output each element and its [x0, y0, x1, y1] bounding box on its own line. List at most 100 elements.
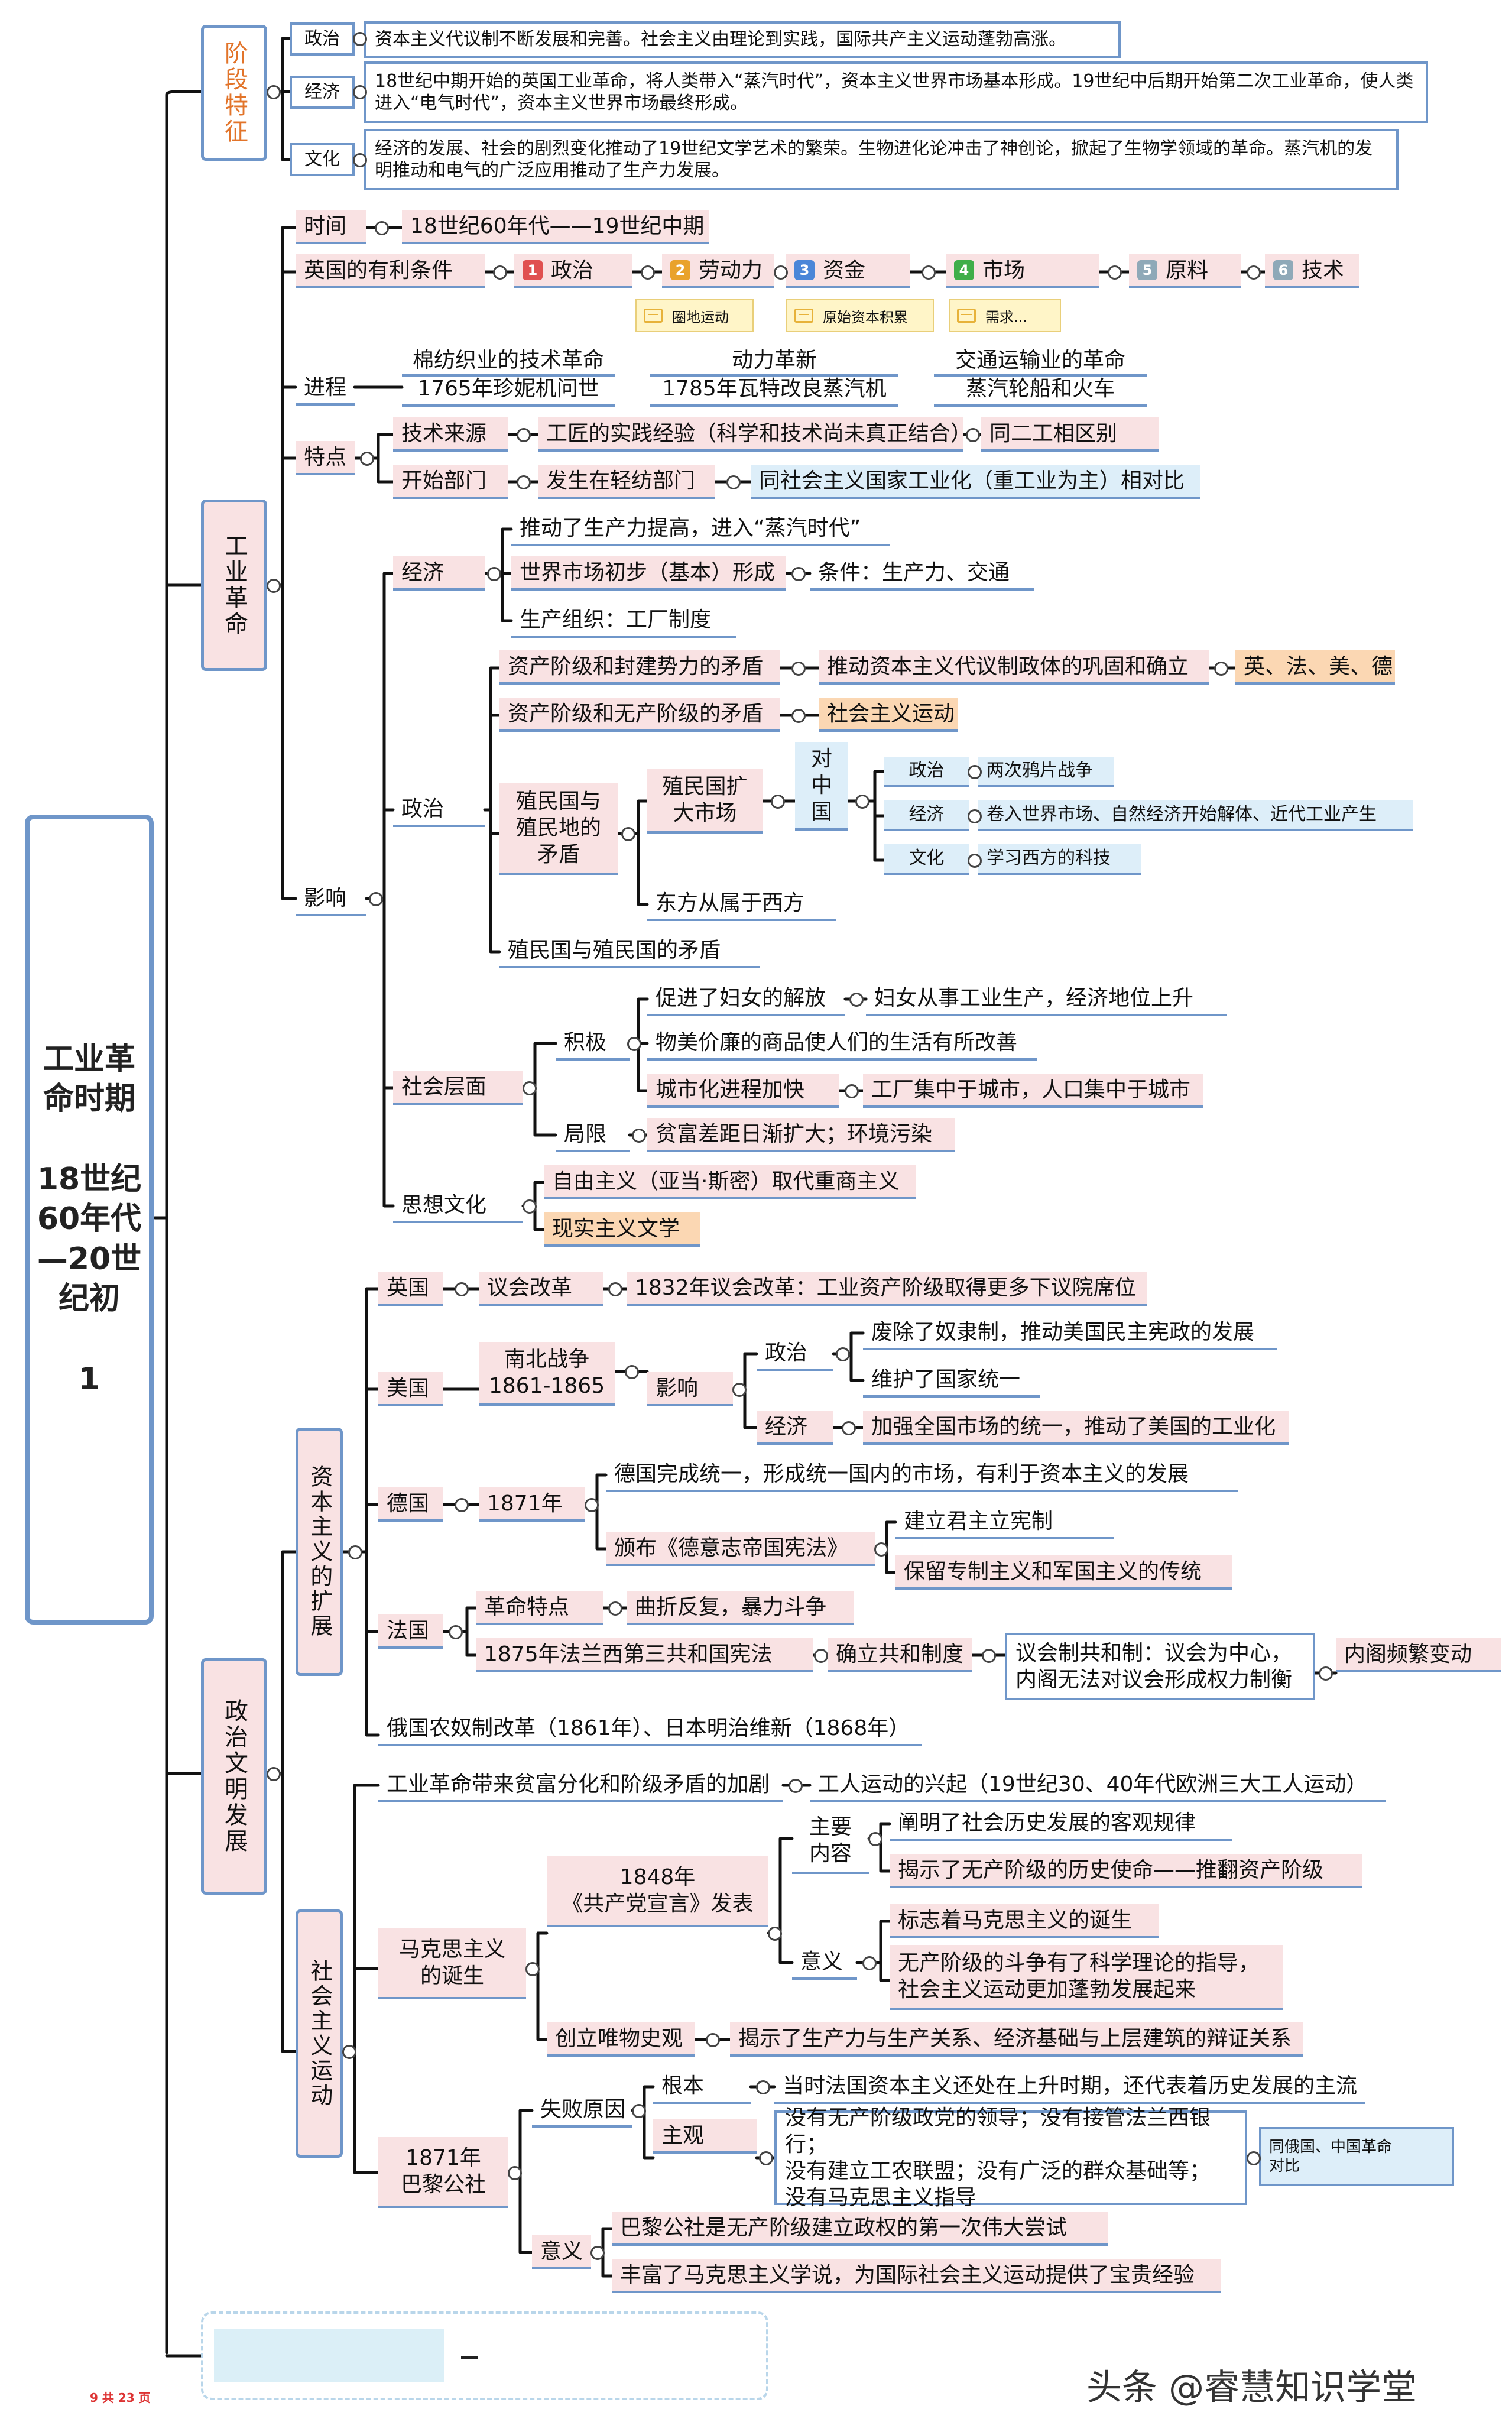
paris-subjective-text: 没有无产阶级政党的领导；没有接管法兰西银行； 没有建立工农联盟；没有广泛的群众基… — [774, 2106, 1247, 2210]
workers-movement: 工人运动的兴起（19世纪30、40年代欧洲三大工人运动） — [810, 1768, 1386, 1802]
root-title: 工业革命时期 18世纪60年代—20世纪初 1 — [25, 815, 154, 1625]
stage-economy-label: 经济 — [290, 76, 355, 109]
impact-politics-label: 政治 — [393, 793, 485, 827]
connector-dot — [585, 1498, 599, 1512]
uk-reform: 议会改革 — [479, 1272, 603, 1306]
connector-dot — [791, 709, 806, 723]
politics-contradiction-1: 资产阶级和封建势力的矛盾 — [499, 650, 780, 685]
industrial-revolution-label: 工业革命 — [201, 500, 267, 671]
connector-dot — [455, 1282, 469, 1296]
connector-dot — [774, 265, 788, 280]
politics-contradiction-4: 殖民国与殖民国的矛盾 — [499, 934, 760, 968]
historical-materialism: 创立唯物史观 — [547, 2022, 695, 2057]
note-enclosure[interactable]: 圈地运动 — [635, 299, 754, 332]
connector-dot — [874, 1542, 888, 1557]
connector-dot — [759, 2151, 773, 2165]
connector-dot — [632, 1129, 646, 1143]
connector-dot — [523, 1199, 537, 1214]
china-politics-text: 两次鸦片战争 — [978, 757, 1114, 787]
stage-economy-text: 18世纪中期开始的英国工业革命，将人类带入“蒸汽时代”，资本主义世界市场基本形成… — [364, 61, 1428, 123]
connector-dot — [608, 1282, 622, 1296]
connector-dot — [353, 32, 367, 46]
connector-dot — [517, 475, 531, 489]
connector-dot — [1319, 1666, 1333, 1681]
ir-conditions-label: 英国的有利条件 — [296, 254, 485, 288]
politics-countries: 英、法、美、德 — [1235, 650, 1395, 685]
politics-contradiction-1-result: 推动资本主义代议制政体的巩固和确立 — [819, 650, 1209, 685]
france-republic: 确立共和制度 — [828, 1638, 972, 1672]
watermark: 头条 @睿慧知识学堂 — [1086, 2367, 1417, 2408]
political-civilization-label: 政治文明发展 — [201, 1658, 267, 1895]
connector-dot — [771, 795, 785, 809]
connector-dot — [493, 265, 507, 280]
us-civil-war: 南北战争 1861-1865 — [479, 1342, 615, 1406]
thought-realism: 现实主义文学 — [544, 1212, 700, 1247]
feature-start-sector: 开始部门 — [393, 465, 508, 499]
us-politics-label: 政治 — [757, 1337, 833, 1371]
number-badge: 2 — [670, 260, 690, 280]
impact-society-label: 社会层面 — [393, 1071, 523, 1105]
connector-dot — [836, 1347, 850, 1361]
socialism-label: 社会主义运动 — [296, 1909, 343, 2158]
china-culture-label: 文化 — [884, 844, 969, 875]
politics-contradiction-3: 殖民国与殖民地的矛盾 — [499, 783, 618, 875]
paris-compare: 同俄国、中国革命 对比 — [1259, 2127, 1454, 2186]
france-parliamentary-republic: 议会制共和制：议会为中心， 内阁无法对议会形成权力制衡 — [1005, 1633, 1315, 1700]
stage-culture-text: 经济的发展、社会的剧烈变化推动了19世纪文学艺术的繁荣。生物进化论冲击了神创论，… — [364, 129, 1399, 190]
feature-tech-compare: 同二工相区别 — [981, 417, 1159, 452]
connector-dot — [608, 1601, 622, 1616]
paris-meaning-1: 巴黎公社是无产阶级建立政权的第一次伟大尝试 — [612, 2212, 1108, 2246]
feature-start-sector-text: 发生在轻纺部门 — [538, 465, 715, 499]
connector-dot — [342, 2045, 356, 2059]
connector-dot — [845, 1084, 859, 1098]
us-economy-label: 经济 — [757, 1411, 833, 1445]
note-primitive-accumulation[interactable]: 原始资本积累 — [786, 299, 934, 332]
paris-root-cause-text: 当时法国资本主义还处在上升时期，还代表着历史发展的主流 — [774, 2070, 1365, 2104]
manifesto-content-label: 主要 内容 — [792, 1809, 869, 1874]
connector-dot — [982, 1649, 996, 1663]
politics-expand-market: 殖民国扩大市场 — [647, 769, 763, 834]
socialism-cause: 工业革命带来贫富分化和阶级矛盾的加剧 — [378, 1768, 783, 1802]
connector-dot — [855, 795, 869, 809]
connector-dot — [348, 1545, 362, 1559]
connector-dot — [353, 85, 367, 99]
connector-dot — [756, 2080, 770, 2094]
politics-to-china: 对中国 — [795, 742, 848, 831]
connector-dot — [375, 221, 389, 235]
connector-dot — [449, 1625, 463, 1639]
empty-node-dash — [461, 2356, 478, 2359]
us-politics-2: 维护了国家统一 — [863, 1363, 1040, 1398]
china-economy-label: 经济 — [884, 800, 969, 831]
germany-label: 德国 — [378, 1487, 443, 1522]
us-label: 美国 — [378, 1372, 443, 1406]
paris-root-cause-label: 根本 — [653, 2070, 751, 2104]
number-badge: 4 — [954, 260, 974, 280]
connector-dot — [1108, 265, 1122, 280]
connector-dot — [627, 1037, 641, 1051]
connector-dot — [621, 827, 635, 841]
note-icon — [644, 309, 663, 323]
ir-impact-label: 影响 — [296, 882, 366, 916]
impact-economy-2: 世界市场初步（基本）形成 — [511, 556, 786, 591]
note-demand[interactable]: 需求... — [949, 299, 1061, 332]
france-feature-text: 曲折反复，暴力斗争 — [627, 1591, 854, 1625]
empty-node — [214, 2329, 444, 2382]
russia-japan-reforms: 俄国农奴制改革（1861年）、日本明治维新（1868年） — [378, 1712, 922, 1746]
connector-dot — [369, 892, 383, 906]
thought-liberalism: 自由主义（亚当·斯密）取代重商主义 — [544, 1165, 916, 1199]
stage-politics-label: 政治 — [290, 22, 355, 56]
germany-autocracy: 保留专制主义和军国主义的传统 — [895, 1555, 1232, 1590]
connector-dot — [814, 1649, 828, 1663]
number-badge: 1 — [523, 260, 543, 280]
manifesto-meaning-2: 无产阶级的斗争有了科学理论的指导， 社会主义运动更加蓬勃发展起来 — [890, 1945, 1283, 2010]
connector-dot — [267, 1767, 281, 1781]
impact-economy-2-condition: 条件：生产力、交通 — [810, 556, 1034, 591]
france-constitution-1875: 1875年法兰西第三共和国宪法 — [476, 1638, 813, 1672]
connector-dot — [768, 1927, 782, 1941]
note-icon — [794, 309, 813, 323]
connector-dot — [1247, 2151, 1261, 2165]
empty-node-frame — [201, 2311, 768, 2400]
